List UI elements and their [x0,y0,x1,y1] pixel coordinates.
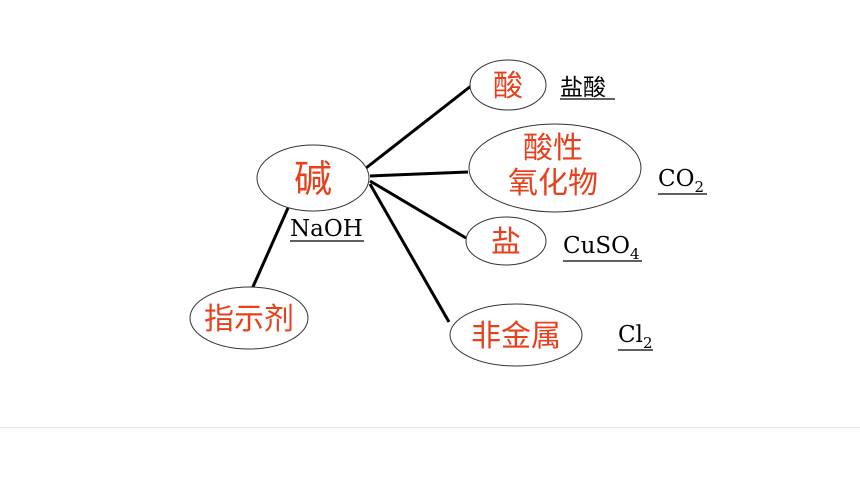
node-acid: 酸 [469,59,547,111]
node-salt: 盐 [465,216,547,266]
node-nonmetal-ellipse [449,303,583,367]
node-acidic-oxide-ellipse [468,123,642,213]
node-nonmetal: 非金属 [449,303,583,367]
node-acidic-oxide-label-line2: 氧化物 [508,166,598,201]
node-acid-example: 盐酸 [560,75,606,101]
connector-center-to-indicator [250,207,290,290]
node-acidic-oxide-example-main: CO [658,166,694,192]
connector-center-to-acidic-oxide [369,170,469,178]
node-base-ellipse [256,144,370,212]
bottom-bar [0,427,860,484]
concept-map: 碱 NaOH 指示剂 酸 盐酸 酸性 氧化物 CO2 [189,59,707,367]
node-nonmetal-example-sub: 2 [643,334,653,352]
node-salt-example: CuSO4 [563,233,640,263]
node-salt-label: 盐 [491,225,521,260]
slide-canvas: 碱 NaOH 指示剂 酸 盐酸 酸性 氧化物 CO2 [189,59,707,367]
node-nonmetal-label: 非金属 [471,319,561,354]
connector-center-to-acid [365,84,472,170]
node-base-label: 碱 [294,157,332,201]
node-acidic-oxide-example: CO2 [658,166,704,196]
node-base: 碱 [256,144,370,212]
node-acid-label: 酸 [493,69,523,104]
node-nonmetal-example-main: Cl [618,322,643,348]
node-base-example: NaOH [290,216,363,242]
node-indicator: 指示剂 [189,286,309,350]
node-acidic-oxide: 酸性 氧化物 [468,123,642,213]
node-indicator-label: 指示剂 [204,302,294,337]
connector-center-to-salt [369,179,467,240]
node-acid-ellipse [469,59,547,111]
node-salt-example-sub: 4 [630,245,640,263]
node-salt-ellipse [465,216,547,266]
node-acidic-oxide-label-line1: 酸性 [523,131,583,166]
node-nonmetal-example: Cl2 [618,322,653,352]
node-acidic-oxide-example-sub: 2 [694,178,704,196]
node-salt-example-main: CuSO [563,233,630,259]
connector-center-to-nonmetal [368,183,451,323]
node-indicator-ellipse [189,286,309,350]
